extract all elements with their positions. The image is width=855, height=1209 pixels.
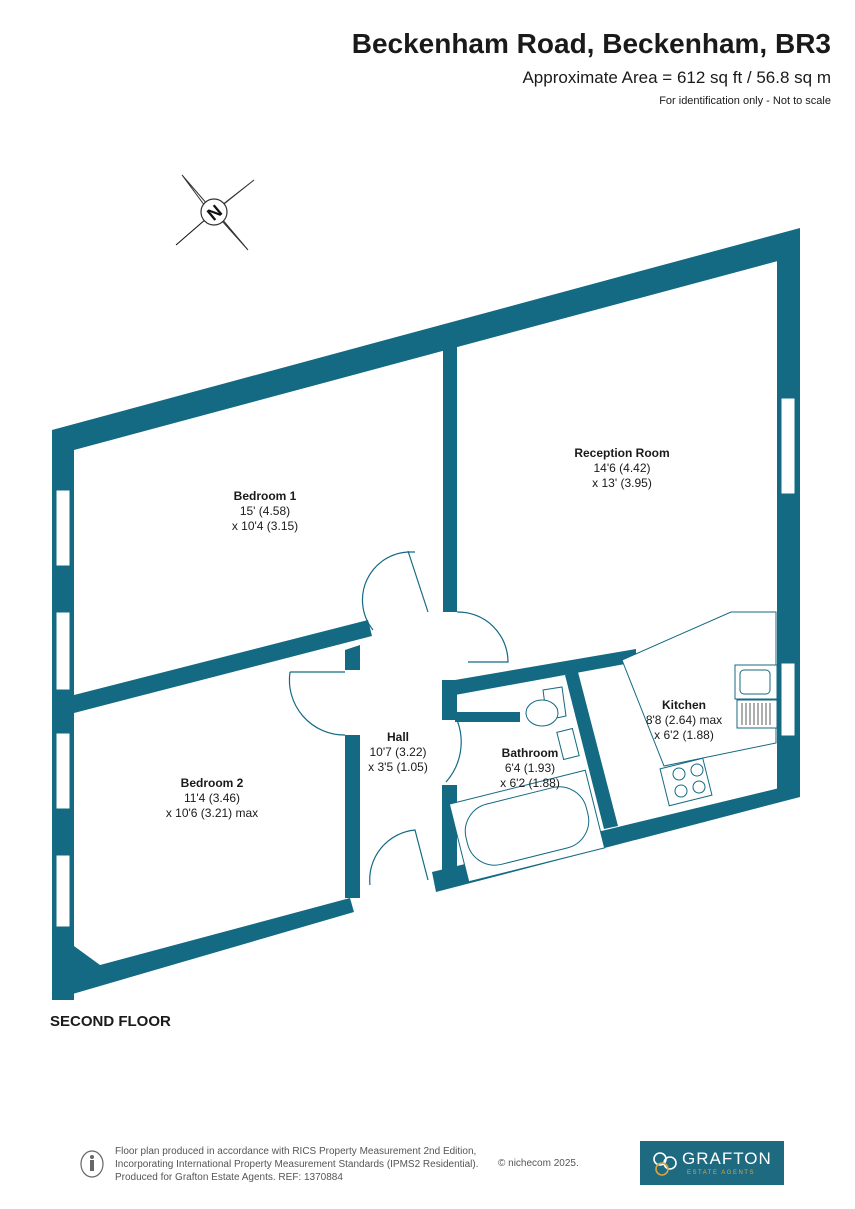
- room-name: Hall: [387, 730, 409, 744]
- logo-mark-icon: [653, 1152, 677, 1176]
- room-dimension: x 10'6 (3.21) max: [166, 806, 258, 820]
- bathroom-left-wall: [442, 680, 457, 720]
- outer-wall-top: [52, 228, 800, 450]
- person-icon: [80, 1150, 104, 1178]
- room-name: Bathroom: [502, 746, 559, 760]
- room-bathroom: Bathroom 6'4 (1.93) x 6'2 (1.88): [500, 746, 560, 790]
- hall-left-wall-lower: [345, 735, 360, 898]
- room-dimension: x 3'5 (1.05): [368, 760, 428, 774]
- room-dimension: 15' (4.58): [240, 504, 290, 518]
- room-name: Reception Room: [574, 446, 669, 460]
- room-dimension: 8'8 (2.64) max: [646, 713, 722, 727]
- room-dimension: 14'6 (4.42): [594, 461, 651, 475]
- footer-line: Floor plan produced in accordance with R…: [115, 1146, 477, 1157]
- bathroom-top-wall: [455, 649, 636, 695]
- room-bedroom-2: Bedroom 2 11'4 (3.46) x 10'6 (3.21) max: [166, 776, 258, 820]
- logo-subtitle: ESTATE AGENTS: [687, 1170, 755, 1176]
- room-name: Bedroom 1: [234, 489, 297, 503]
- window-bedroom2-top: [55, 732, 71, 810]
- fixtures: [448, 611, 778, 883]
- windows: [55, 397, 796, 928]
- bedroom-divider-wall: [74, 620, 372, 713]
- outer-wall-right: [777, 255, 800, 797]
- window-kitchen: [780, 662, 796, 737]
- window-bedroom1-top: [55, 489, 71, 567]
- door-reception: [456, 611, 509, 663]
- logo-name: GRAFTON: [682, 1149, 772, 1168]
- walls: [52, 228, 800, 1000]
- room-name: Kitchen: [662, 698, 706, 712]
- floor-label: SECOND FLOOR: [50, 1013, 171, 1030]
- footer-line: Produced for Grafton Estate Agents. REF:…: [115, 1172, 343, 1183]
- door-entrance: [369, 829, 429, 886]
- footer-line: Incorporating International Property Mea…: [115, 1159, 479, 1170]
- room-dimension: 6'4 (1.93): [505, 761, 555, 775]
- compass-icon: N: [175, 174, 255, 251]
- kitchen-bath-divider: [565, 672, 618, 829]
- window-bedroom2-bottom: [55, 854, 71, 928]
- room-dimension: x 10'4 (3.15): [232, 519, 298, 533]
- window-bedroom1-bottom: [55, 611, 71, 691]
- scale-note: For identification only - Not to scale: [659, 95, 831, 107]
- room-bedroom-1: Bedroom 1 15' (4.58) x 10'4 (3.15): [232, 489, 298, 533]
- room-dimension: x 6'2 (1.88): [500, 776, 560, 790]
- window-reception: [780, 397, 796, 495]
- basin: [556, 727, 580, 761]
- drainer: [736, 699, 778, 729]
- bathroom-left-wall-lower: [442, 785, 457, 880]
- room-hall: Hall 10'7 (3.22) x 3'5 (1.05): [368, 730, 428, 774]
- room-kitchen: Kitchen 8'8 (2.64) max x 6'2 (1.88): [646, 698, 722, 742]
- plan-title: Beckenham Road, Beckenham, BR3: [351, 28, 831, 59]
- hall-left-wall: [345, 645, 360, 670]
- bath-threshold: [455, 712, 520, 722]
- room-dimension: x 13' (3.95): [592, 476, 652, 490]
- copyright: © nichecom 2025.: [498, 1158, 579, 1169]
- door-bathroom: [445, 719, 462, 783]
- reception-left-wall: [443, 341, 457, 612]
- door-bedroom1: [361, 551, 415, 631]
- room-dimension: x 6'2 (1.88): [654, 728, 714, 742]
- room-dimension: 11'4 (3.46): [184, 791, 240, 805]
- room-dimension: 10'7 (3.22): [370, 745, 427, 759]
- room-name: Bedroom 2: [181, 776, 244, 790]
- doors: [288, 550, 509, 886]
- outer-wall-bottom-left: [52, 898, 354, 1000]
- approximate-area: Approximate Area = 612 sq ft / 56.8 sq m: [522, 68, 831, 87]
- room-reception: Reception Room 14'6 (4.42) x 13' (3.95): [574, 446, 669, 490]
- footer-text: Floor plan produced in accordance with R…: [115, 1145, 479, 1184]
- door-bedroom2: [288, 671, 346, 736]
- grafton-logo: GRAFTON ESTATE AGENTS: [640, 1141, 784, 1185]
